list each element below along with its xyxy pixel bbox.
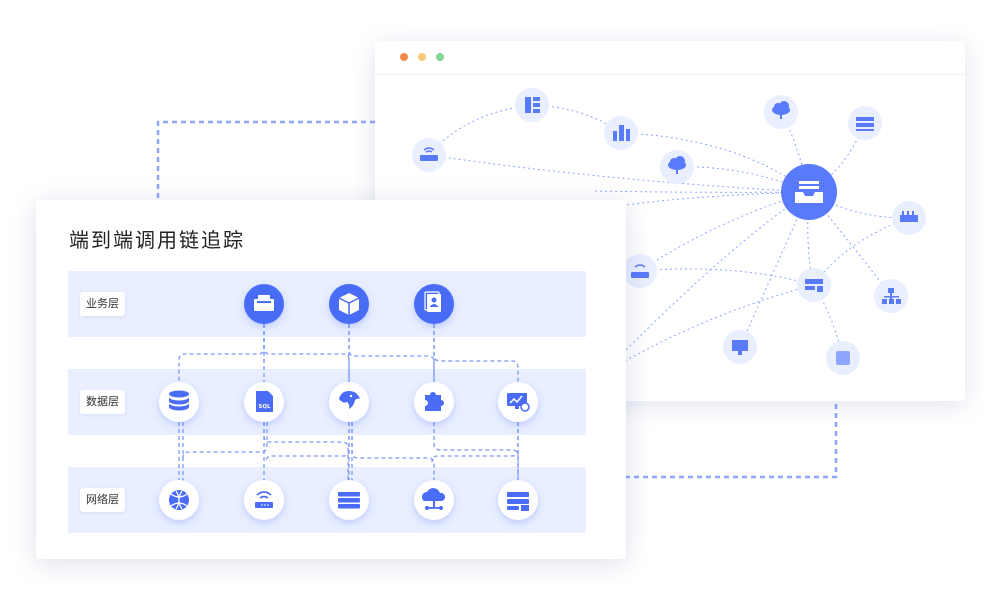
business-nodes: [244, 284, 454, 324]
dolphin-mysql-icon: [339, 391, 360, 409]
switch-icon: [805, 279, 823, 292]
hub-node[interactable]: [781, 164, 837, 220]
switch-icon: [507, 492, 529, 511]
server-node[interactable]: [515, 88, 549, 122]
window-maximize-dot[interactable]: [436, 53, 444, 61]
cloud-icon: [772, 101, 790, 119]
call-chain-graph: SQL: [159, 284, 538, 520]
server-rack-icon: [856, 117, 874, 131]
window-minimize-dot[interactable]: [418, 53, 426, 61]
router-icon: [420, 147, 438, 161]
call-chain-edges: [178, 324, 519, 482]
topology-graph: [412, 88, 926, 375]
receipt-icon: [254, 295, 274, 311]
layer-label-data: 数据层: [80, 390, 125, 414]
sql-file-icon: SQL: [256, 391, 273, 412]
building-chart-icon: [613, 125, 630, 141]
layer-label-network: 网络层: [80, 488, 125, 512]
switch-node-2[interactable]: [797, 268, 831, 302]
switch-icon: [900, 211, 918, 222]
hub-inbox-icon: [795, 181, 823, 203]
sql-label: SQL: [258, 404, 271, 410]
window-close-dot[interactable]: [400, 53, 408, 61]
globe-icon: [169, 490, 189, 510]
router-node-2[interactable]: [623, 254, 657, 288]
trace-card: 端到端调用链追踪 业务层 数据层 网络层: [36, 200, 626, 559]
cloud-icon: [668, 156, 686, 174]
window-titlebar: [375, 41, 965, 75]
router-icon: [631, 264, 649, 278]
database-icon: [169, 390, 189, 411]
cloud-network-icon: [421, 488, 446, 510]
server-rack-icon: [338, 492, 360, 509]
server-icon: [525, 97, 540, 113]
network-node-router[interactable]: [244, 480, 284, 520]
monitor-chart-icon: [507, 393, 530, 412]
org-tree-icon: [882, 288, 901, 304]
layer-label-business: 业务层: [80, 292, 125, 316]
router-icon: [255, 491, 273, 508]
topology-node-glyphs: [420, 97, 918, 365]
layer-band-business: 业务层: [68, 271, 586, 337]
chip-icon: [836, 351, 850, 365]
network-nodes: [159, 480, 538, 520]
puzzle-icon: [425, 392, 444, 411]
cube-icon: [338, 293, 360, 315]
contact-book-icon: [424, 291, 441, 312]
monitor-icon: [732, 340, 748, 355]
data-nodes: SQL: [159, 382, 538, 422]
card-title: 端到端调用链追踪: [69, 228, 245, 252]
